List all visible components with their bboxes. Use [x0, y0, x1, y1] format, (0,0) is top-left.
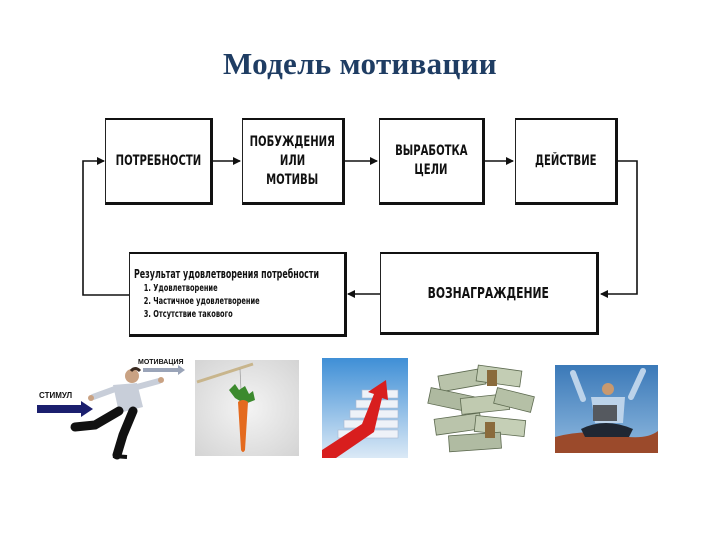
stairs-image	[322, 358, 408, 458]
slide-title: Модель мотивации	[223, 46, 497, 81]
goal-box: Выработка цели	[379, 118, 485, 205]
motives-line-1: Побуждения	[249, 133, 336, 150]
money-image	[425, 362, 537, 456]
reward-box: Вознаграждение	[380, 252, 599, 335]
result-heading: Результат удовлетворения потребности	[134, 267, 319, 281]
result-item-3: 3. Отсутствие такового	[143, 309, 233, 320]
motives-box: Побуждения или мотивы	[242, 118, 345, 205]
stimulus-caption: СТИМУЛ	[39, 391, 73, 400]
runner-image: МОТИВАЦИЯ СТИМУЛ	[35, 355, 193, 460]
result-item-1: 1. Удовлетворение	[143, 283, 218, 294]
goal-line-2: цели	[414, 162, 448, 178]
goal-line-1: Выработка	[394, 143, 468, 159]
result-item-2: 2. Частичное удовлетворение	[143, 296, 260, 307]
motives-line-3: мотивы	[266, 171, 319, 188]
motivation-caption: МОТИВАЦИЯ	[138, 359, 184, 366]
needs-box: Потребности	[105, 118, 213, 205]
carrot-image	[195, 360, 299, 456]
success-image	[555, 365, 658, 453]
motives-line-2: или	[279, 152, 306, 169]
action-box: Действие	[515, 118, 618, 205]
reward-label: Вознаграждение	[427, 283, 550, 302]
needs-label: Потребности	[115, 152, 201, 169]
result-box: Результат удовлетворения потребности 1. …	[129, 252, 347, 337]
action-label: Действие	[534, 152, 597, 169]
